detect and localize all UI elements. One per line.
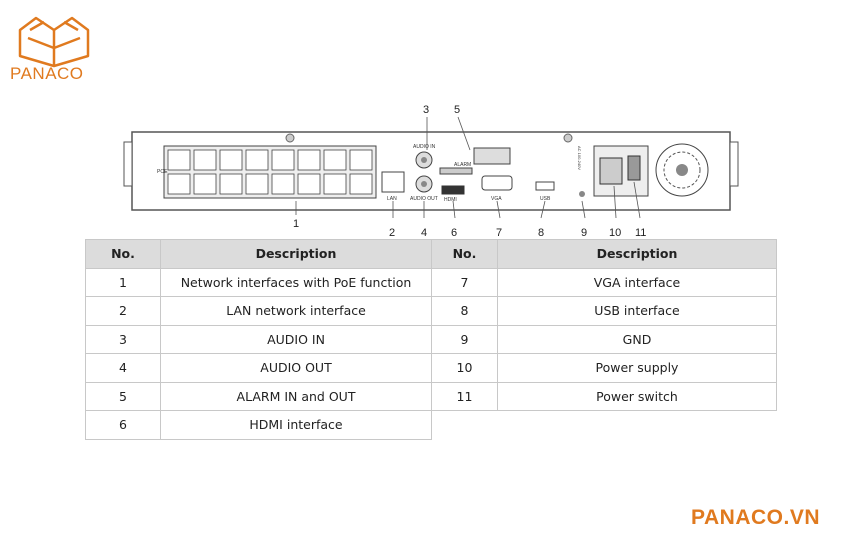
row-no: 11 [431, 381, 498, 411]
callout-2: 2 [389, 227, 395, 239]
row-desc: VGA interface [497, 267, 777, 297]
table-row: 2 LAN network interface 8 USB interface [85, 296, 777, 326]
table-row: 5 ALARM IN and OUT 11 Power switch [85, 381, 777, 411]
header-no-2: No. [431, 239, 498, 269]
header-description-2: Description [497, 239, 777, 269]
poe-label: POE [157, 169, 168, 175]
callout-8: 8 [538, 227, 544, 239]
footer-brand-text: PANACO.VN [691, 506, 820, 529]
row-desc: Network interfaces with PoE function [160, 267, 432, 297]
row-no: 9 [431, 324, 498, 354]
panaco-logo-icon [18, 16, 90, 68]
audio-in-label: AUDIO IN [413, 144, 436, 150]
empty-cell [498, 411, 777, 440]
empty-cell [432, 411, 498, 440]
row-no: 2 [85, 296, 161, 326]
lan-label: LAN [387, 196, 397, 202]
callout-7: 7 [496, 227, 502, 239]
row-no: 3 [85, 324, 161, 354]
table-row: 4 AUDIO OUT 10 Power supply [85, 353, 777, 383]
row-desc: USB interface [497, 296, 777, 326]
audio-out-label: AUDIO OUT [410, 196, 438, 202]
row-desc: Power switch [497, 381, 777, 411]
row-no: 6 [85, 410, 161, 440]
row-desc: ALARM IN and OUT [160, 381, 432, 411]
nvr-rear-panel-diagram: POE LAN AUDIO IN AUDIO OUT ALARM HDMI VG… [123, 104, 739, 239]
table-row: 1 Network interfaces with PoE function 7… [85, 267, 777, 297]
row-no: 8 [431, 296, 498, 326]
callout-9: 9 [581, 227, 587, 239]
callout-10: 10 [609, 227, 621, 239]
table-header-row: No. Description No. Description [85, 239, 777, 269]
alarm-label: ALARM [454, 162, 471, 168]
row-desc: GND [497, 324, 777, 354]
row-no: 7 [431, 267, 498, 297]
callout-6: 6 [451, 227, 457, 239]
header-description: Description [160, 239, 432, 269]
table-row: 3 AUDIO IN 9 GND [85, 324, 777, 354]
row-no: 10 [431, 353, 498, 383]
callout-1: 1 [293, 218, 299, 230]
vga-label: VGA [491, 196, 502, 202]
row-desc: LAN network interface [160, 296, 432, 326]
row-no: 4 [85, 353, 161, 383]
row-desc: Power supply [497, 353, 777, 383]
header-no: No. [85, 239, 161, 269]
callout-11: 11 [635, 227, 646, 239]
callout-5: 5 [454, 104, 460, 116]
row-desc: AUDIO IN [160, 324, 432, 354]
row-desc: HDMI interface [160, 410, 432, 440]
row-no: 1 [85, 267, 161, 297]
row-no: 5 [85, 381, 161, 411]
row-desc: AUDIO OUT [160, 353, 432, 383]
usb-label: USB [540, 196, 551, 202]
power-rating-label: AC 100-240V [577, 146, 582, 170]
callout-4: 4 [421, 227, 427, 239]
callout-3: 3 [423, 104, 429, 116]
table-row: 6 HDMI interface [85, 410, 777, 440]
hdmi-label: HDMI [444, 197, 457, 203]
interface-table: No. Description No. Description 1 Networ… [85, 239, 777, 440]
logo-text: PANACO [10, 64, 84, 83]
